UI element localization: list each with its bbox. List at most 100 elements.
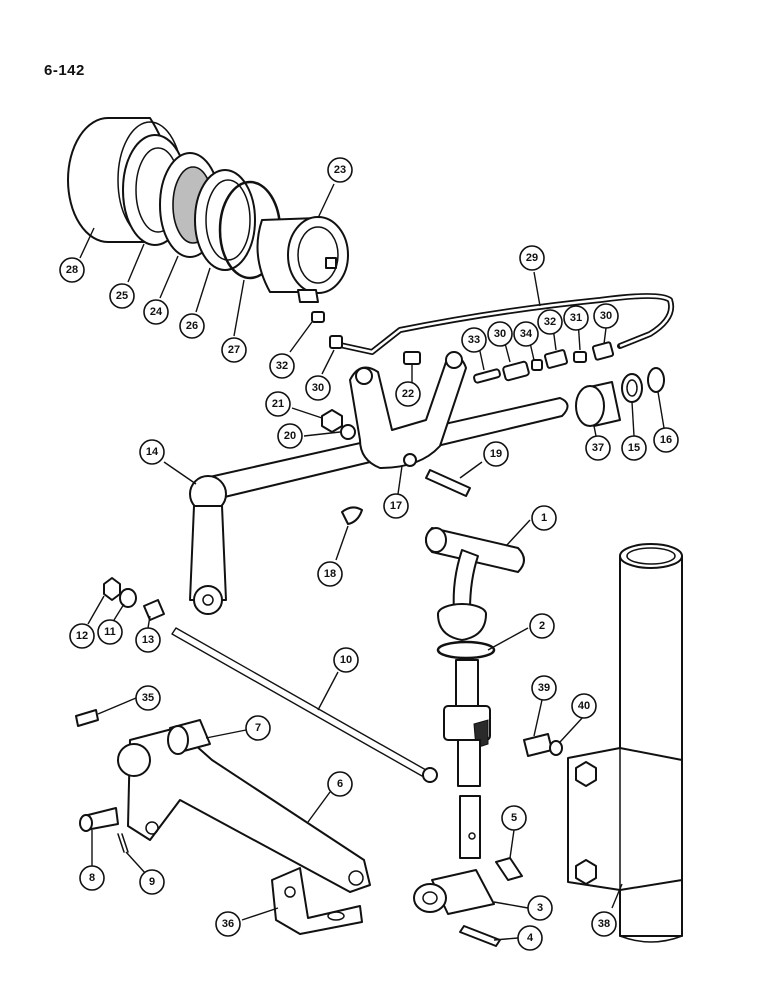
- callout-label-9: 9: [149, 876, 155, 888]
- washer-20: [340, 424, 356, 440]
- nut-12: [103, 577, 121, 601]
- grease-plug-33: [473, 368, 501, 384]
- callout-6: 6: [327, 771, 353, 797]
- callout-37: 37: [585, 435, 611, 461]
- callout-30b: 30: [487, 321, 513, 347]
- leader-5: [509, 829, 515, 859]
- leader-15: [631, 401, 635, 437]
- leader-10: [317, 671, 339, 711]
- callout-3: 3: [527, 895, 553, 921]
- pin-4: [459, 925, 501, 947]
- lever-shaft-hole: [468, 832, 476, 840]
- callout-28: 28: [59, 257, 85, 283]
- clutch-rod: [171, 627, 427, 777]
- fork-hub-bolt: [403, 453, 417, 467]
- key-22: [403, 351, 421, 365]
- callout-38: 38: [591, 911, 617, 937]
- bolt-39: [523, 733, 553, 757]
- bushing-7-face: [167, 725, 189, 755]
- callout-label-16: 16: [660, 434, 672, 446]
- pin-13: [143, 599, 165, 621]
- leader-20: [303, 431, 341, 437]
- callout-label-32a: 32: [276, 360, 288, 372]
- column-assembly: [523, 543, 683, 943]
- leader-7: [205, 729, 247, 739]
- callout-label-36: 36: [222, 918, 234, 930]
- leader-19: [459, 461, 483, 479]
- callout-label-21: 21: [272, 398, 284, 410]
- leader-6: [307, 791, 331, 823]
- callout-2: 2: [529, 613, 555, 639]
- callout-label-28: 28: [66, 264, 78, 276]
- callout-39: 39: [531, 675, 557, 701]
- t-handle-stem: [452, 549, 479, 611]
- callout-label-14: 14: [146, 446, 159, 458]
- leader-29: [533, 271, 541, 307]
- linkage: [75, 577, 438, 935]
- callout-label-20: 20: [284, 430, 296, 442]
- pin-5: [495, 857, 523, 881]
- callout-12: 12: [69, 623, 95, 649]
- leader-12: [87, 595, 105, 625]
- column-bottom: [619, 935, 683, 943]
- callout-32a: 32: [269, 353, 295, 379]
- leader-39: [533, 699, 543, 737]
- callout-24: 24: [143, 299, 169, 325]
- callout-40: 40: [571, 693, 597, 719]
- callout-label-3: 3: [537, 902, 543, 914]
- fork-eye-left: [355, 367, 373, 385]
- leader-4: [493, 937, 519, 941]
- lever-shaft-upper: [455, 659, 479, 711]
- leader-1: [505, 519, 531, 547]
- cross-shaft-assembly: [189, 351, 665, 615]
- callout-label-38: 38: [598, 918, 610, 930]
- leader-35: [97, 697, 137, 715]
- callout-5: 5: [501, 805, 527, 831]
- page-number: 6-142: [44, 62, 85, 79]
- coupling-bore: [422, 891, 438, 905]
- lube-line: [311, 293, 674, 384]
- leader-3: [493, 901, 529, 909]
- pedal-end-hole: [348, 870, 364, 886]
- leader-38: [611, 883, 623, 909]
- callout-label-34: 34: [520, 328, 533, 340]
- callout-label-7: 7: [255, 722, 261, 734]
- pedal-lower-hole: [145, 821, 159, 835]
- fitting-32-left: [311, 311, 325, 323]
- column-bore: [626, 547, 676, 565]
- callout-17: 17: [383, 493, 409, 519]
- callout-7: 7: [245, 715, 271, 741]
- callout-label-27: 27: [228, 344, 240, 356]
- callout-label-8: 8: [89, 872, 95, 884]
- callout-label-18: 18: [324, 568, 336, 580]
- callout-label-30a: 30: [312, 382, 324, 394]
- leader-25: [127, 243, 145, 283]
- callout-label-30c: 30: [600, 310, 612, 322]
- callout-label-19: 19: [490, 448, 502, 460]
- collar-notch: [325, 257, 337, 269]
- leader-lines: [79, 183, 665, 941]
- callout-9: 9: [139, 869, 165, 895]
- callout-32b: 32: [537, 309, 563, 335]
- leader-2: [487, 627, 529, 651]
- callout-30c: 30: [593, 303, 619, 329]
- boot: [437, 613, 487, 641]
- callout-label-2: 2: [539, 620, 545, 632]
- callout-10: 10: [333, 647, 359, 673]
- callout-30a: 30: [305, 375, 331, 401]
- callout-label-37: 37: [592, 442, 604, 454]
- callout-22: 22: [395, 381, 421, 407]
- leader-26: [195, 267, 211, 313]
- t-handle-end: [425, 527, 447, 553]
- callout-label-13: 13: [142, 634, 154, 646]
- callout-label-10: 10: [340, 654, 352, 666]
- callout-label-6: 6: [337, 778, 343, 790]
- callout-label-24: 24: [150, 306, 163, 318]
- callout-19: 19: [483, 441, 509, 467]
- callout-35: 35: [135, 685, 161, 711]
- leader-27: [233, 279, 245, 337]
- callout-label-40: 40: [578, 700, 590, 712]
- spacer-ring-inner: [205, 179, 251, 261]
- callout-label-4: 4: [527, 932, 534, 944]
